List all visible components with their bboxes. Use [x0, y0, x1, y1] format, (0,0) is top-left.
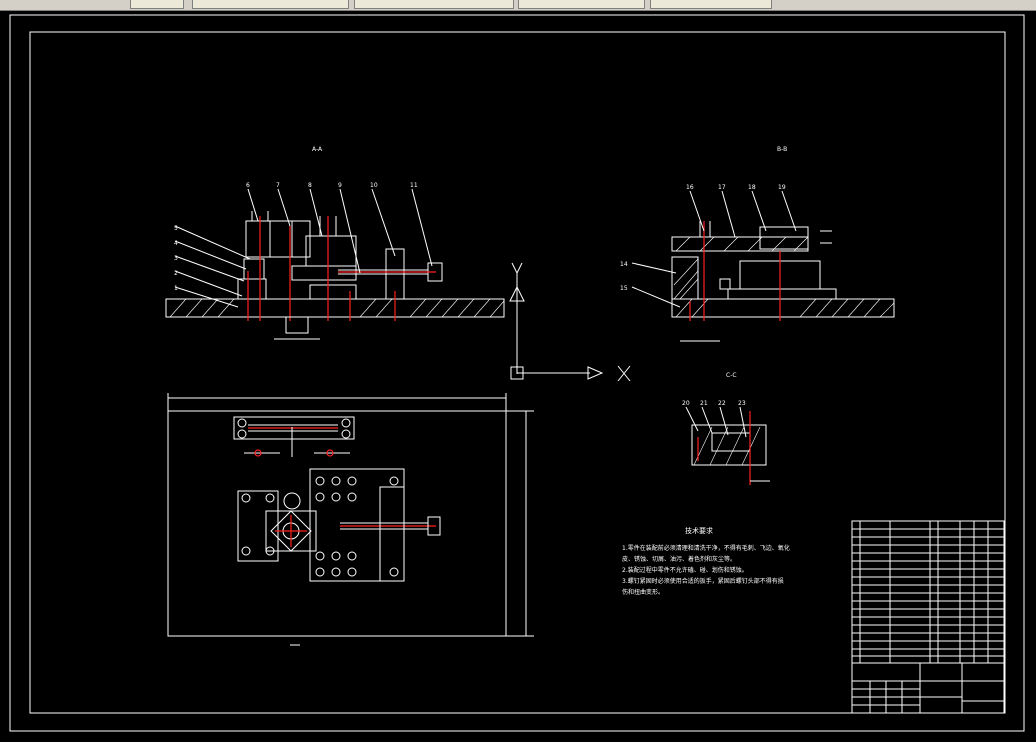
title-block	[851, 662, 1005, 714]
callout-10: 10	[370, 182, 378, 189]
callout-21: 21	[700, 400, 708, 407]
callout-6: 6	[246, 182, 250, 189]
view-a-label: A-A	[312, 146, 323, 153]
callout-22: 22	[718, 400, 726, 407]
plan-view	[167, 393, 534, 646]
callout-15: 15	[620, 285, 628, 292]
callout-7: 7	[276, 182, 280, 189]
tab-4[interactable]	[518, 0, 645, 9]
callout-5: 5	[174, 225, 178, 232]
tech-line-1: 1.零件在装配前必须清理和清洗干净，不得有毛刺、飞边、氧化	[622, 544, 790, 552]
document-tab-bar	[0, 0, 1036, 11]
callout-8: 8	[308, 182, 312, 189]
tab-1[interactable]	[130, 0, 184, 9]
view-b-label: B-B	[777, 146, 787, 153]
callout-19: 19	[778, 184, 786, 191]
tab-5[interactable]	[650, 0, 772, 9]
callout-14: 14	[620, 261, 628, 268]
callout-2: 2	[174, 270, 178, 277]
tech-requirements-title: 技术要求	[685, 526, 713, 535]
drawing-canvas[interactable]: A-A B-B C-C	[0, 11, 1036, 738]
callout-11: 11	[410, 182, 418, 189]
ucs-y-label: Y	[509, 254, 514, 261]
callout-20: 20	[682, 400, 690, 407]
callout-16: 16	[686, 184, 694, 191]
ucs-icon	[509, 262, 631, 382]
outer-border	[9, 14, 1025, 732]
callout-1: 1	[174, 285, 178, 292]
tech-line-4: 3.螺钉紧固时必须使用合适的扳手，紧固后螺钉头部不得有损	[622, 577, 784, 585]
callout-23: 23	[738, 400, 746, 407]
side-section-view	[631, 190, 895, 342]
callout-3: 3	[174, 255, 178, 262]
tech-line-5: 伤和扭曲变形。	[622, 588, 664, 596]
ucs-x-label: X	[618, 356, 622, 363]
inner-border	[29, 31, 1006, 714]
callout-4: 4	[174, 240, 178, 247]
view-c-label: C-C	[726, 372, 737, 379]
tech-line-2: 皮、锈蚀、切屑、油污、着色剂和灰尘等。	[622, 555, 736, 563]
tab-3[interactable]	[354, 0, 514, 9]
detail-c-view	[685, 406, 770, 485]
parts-list	[851, 520, 1005, 664]
tab-2[interactable]	[192, 0, 349, 9]
tech-line-3: 2.装配过程中零件不允许磕、碰、划伤和锈蚀。	[622, 566, 748, 574]
callout-17: 17	[718, 184, 726, 191]
callout-18: 18	[748, 184, 756, 191]
callout-9: 9	[338, 182, 342, 189]
front-section-view	[165, 188, 505, 340]
